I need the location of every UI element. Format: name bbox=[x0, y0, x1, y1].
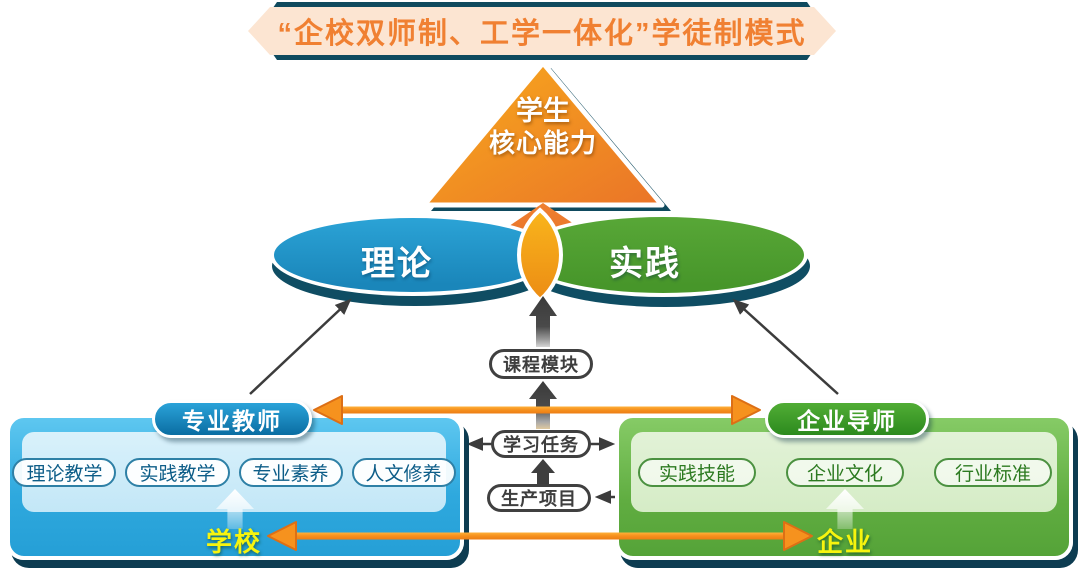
school-enterprise-double-arrow bbox=[267, 521, 813, 551]
teacher-header-pill: 专业教师 bbox=[152, 400, 312, 438]
diagram-title: “企校双师制、工学一体化”学徒制模式 bbox=[277, 18, 807, 50]
school-items-row: 理论教学 实践教学 专业素养 人文修养 bbox=[12, 457, 456, 487]
school-label: 学校 bbox=[205, 527, 262, 557]
task-to-course-arrow bbox=[529, 381, 557, 429]
enterprise-item-pill: 企业文化 bbox=[785, 457, 904, 487]
project-to-task-arrow bbox=[531, 459, 555, 484]
core-ability-line1: 学生 bbox=[516, 96, 570, 126]
teacher-mentor-double-arrow bbox=[313, 395, 761, 425]
learning-task-pill: 学习任务 bbox=[491, 430, 591, 458]
course-module-pill: 课程模块 bbox=[489, 349, 593, 379]
enterprise-item-pill: 实践技能 bbox=[637, 457, 756, 487]
core-ability-line2: 核心能力 bbox=[488, 127, 597, 158]
practice-ellipse bbox=[518, 213, 808, 297]
enterprise-items-row: 实践技能 企业文化 行业标准 bbox=[625, 457, 1065, 487]
core-ability-label: 学生 核心能力 bbox=[468, 96, 618, 159]
enterprise-label: 企业 bbox=[816, 527, 873, 557]
school-item-pill: 专业素养 bbox=[238, 457, 343, 487]
school-item-pill: 实践教学 bbox=[125, 457, 230, 487]
practice-label: 实践 bbox=[609, 245, 681, 283]
school-item-pill: 理论教学 bbox=[12, 457, 117, 487]
enterprise-item-pill: 行业标准 bbox=[934, 457, 1053, 487]
mentor-to-practice-arrow bbox=[732, 298, 839, 395]
mentor-header-pill: 企业导师 bbox=[765, 400, 929, 438]
course-to-venn-arrow bbox=[529, 296, 557, 347]
theory-label: 理论 bbox=[361, 245, 433, 283]
title-banner: “企校双师制、工学一体化”学徒制模式 bbox=[248, 7, 836, 55]
venn-intersection bbox=[517, 207, 563, 303]
school-item-pill: 人文修养 bbox=[351, 457, 456, 487]
production-project-pill: 生产项目 bbox=[487, 484, 591, 512]
teacher-to-theory-arrow bbox=[249, 298, 352, 395]
